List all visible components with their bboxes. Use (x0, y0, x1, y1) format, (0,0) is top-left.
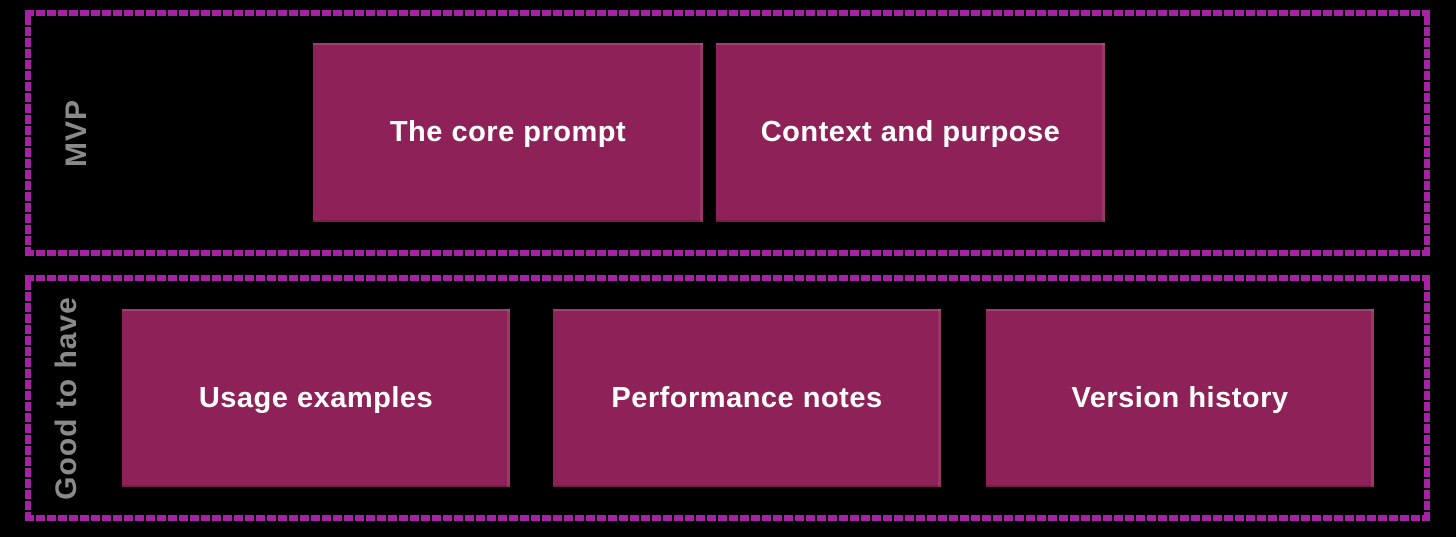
gth-dashed-border-left (25, 275, 31, 521)
section-label-mvp: MVP (60, 98, 93, 168)
card-context-purpose-label: Context and purpose (760, 116, 1061, 148)
card-context-purpose: Context and purpose (716, 43, 1105, 222)
card-version-history: Version history (986, 309, 1374, 487)
card-version-history-label: Version history (1071, 381, 1289, 414)
card-usage-examples: Usage examples (122, 309, 510, 487)
card-core-prompt: The core prompt (313, 43, 703, 222)
mvp-dashed-border-right (1424, 10, 1430, 256)
card-core-prompt-label: The core prompt (389, 116, 627, 148)
mvp-dashed-border-left (25, 10, 31, 256)
mvp-dashed-border-top (25, 10, 1430, 16)
gth-dashed-border-right (1424, 275, 1430, 521)
section-mvp: MVP The core prompt Context and purpose (25, 10, 1430, 256)
gth-dashed-border-bottom (25, 515, 1430, 521)
card-performance-notes-label: Performance notes (611, 381, 883, 414)
card-usage-examples-label: Usage examples (198, 381, 434, 414)
card-performance-notes: Performance notes (553, 309, 941, 487)
gth-dashed-border-top (25, 275, 1430, 281)
mvp-dashed-border-bottom (25, 250, 1430, 256)
section-good-to-have: Good to have Usage examples Performance … (25, 275, 1430, 521)
section-label-good-to-have: Good to have (50, 296, 83, 500)
